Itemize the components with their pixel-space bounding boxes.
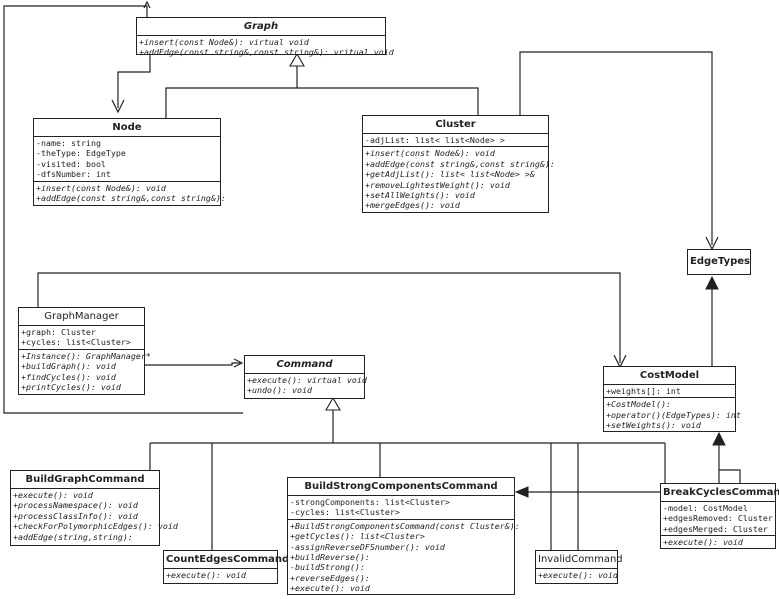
costmodel-attributes: +weights[]: int (604, 385, 735, 399)
command-class[interactable]: Command +execute(): virtual void +undo()… (244, 355, 367, 399)
invalidcommand-class-name: InvalidCommand (536, 551, 623, 569)
graph-class[interactable]: Graph +insert(const Node&): virtual void… (136, 17, 394, 57)
graphmanager-class-name: GraphManager (19, 308, 144, 326)
node-cluster-inheritance (165, 87, 479, 118)
graphmanager-operations: +Instance(): GraphManager* +buildGraph()… (21, 350, 151, 393)
graph-node-association (117, 54, 151, 108)
buildstrongcomponentscommand-class[interactable]: BuildStrongComponentsCommand -strongComp… (287, 477, 520, 595)
buildstrongcomponentscommand-attributes: -strongComponents: list<Cluster> -cycles… (288, 496, 514, 520)
invalidcommand-class[interactable]: InvalidCommand +execute(): void (535, 550, 623, 584)
graphmanager-costmodel-link (37, 272, 621, 363)
countedgescommand-class-name: CountEdgesCommand (164, 551, 289, 569)
breakcyclescommand-operations: +execute(): void (663, 537, 743, 548)
outer-loop-line (3, 5, 243, 414)
graphmanager-attributes: +graph: Cluster +cycles: list<Cluster> (19, 326, 144, 350)
graph-node-arrowhead (111, 99, 125, 114)
graphmanager-command-link (145, 362, 240, 366)
node-class[interactable]: Node -name: string -theType: EdgeType -v… (33, 118, 226, 206)
buildgraphcommand-operations: +execute(): void +processNamespace(): vo… (13, 490, 178, 542)
graphmanager-class[interactable]: GraphManager +graph: Cluster +cycles: li… (18, 307, 151, 395)
cluster-class[interactable]: Cluster -adjList: list< list<Node> > +in… (362, 115, 555, 213)
graph-class-name: Graph (137, 18, 385, 36)
breakcyclescommand-class[interactable]: BreakCyclesCommand -model: CostModel +ed… (660, 483, 779, 549)
countedgescommand-class[interactable]: CountEdgesCommand +execute(): void (163, 550, 289, 584)
cluster-edgetypes-link (519, 51, 713, 245)
graph-inheritance-triangle (289, 52, 305, 67)
breakcyclescommand-class-name: BreakCyclesCommand (661, 484, 779, 502)
edgetypes-class[interactable]: EdgeTypes (687, 249, 751, 275)
graph-operations: +insert(const Node&): virtual void +addE… (139, 37, 394, 58)
node-class-name: Node (34, 119, 220, 137)
costmodel-class[interactable]: CostModel +weights[]: int +CostModel(): … (603, 366, 741, 432)
node-operations: +insert(const Node&): void +addEdge(cons… (36, 182, 226, 204)
countedgescommand-operations: +execute(): void (166, 570, 246, 580)
cluster-operations: +insert(const Node&): void +addEdge(cons… (365, 148, 555, 211)
buildgraphcommand-class[interactable]: BuildGraphCommand +execute(): void +proc… (10, 470, 178, 546)
buildgraphcommand-class-name: BuildGraphCommand (11, 471, 159, 489)
buildstrongcomponentscommand-class-name: BuildStrongComponentsCommand (288, 478, 514, 496)
command-operations: +execute(): virtual void +undo(): void (247, 375, 367, 396)
costmodel-operations: +CostModel(): +operator()(EdgeTypes): in… (606, 399, 741, 431)
buildstrongcomponentscommand-operations: +BuildStrongComponentsCommand(const Clus… (290, 520, 520, 594)
node-attributes: -name: string -theType: EdgeType -visite… (34, 137, 220, 182)
breakcyclescommand-attributes: -model: CostModel +edgesRemoved: Cluster… (661, 502, 775, 537)
cluster-attributes: -adjList: list< list<Node> > (363, 134, 548, 148)
cluster-class-name: Cluster (363, 116, 548, 134)
invalidcommand-operations: +execute(): void (538, 570, 618, 580)
edgetypes-class-name: EdgeTypes (690, 256, 750, 267)
command-class-name: Command (245, 356, 364, 374)
costmodel-class-name: CostModel (604, 367, 735, 385)
command-inheritance-triangle (325, 396, 341, 411)
